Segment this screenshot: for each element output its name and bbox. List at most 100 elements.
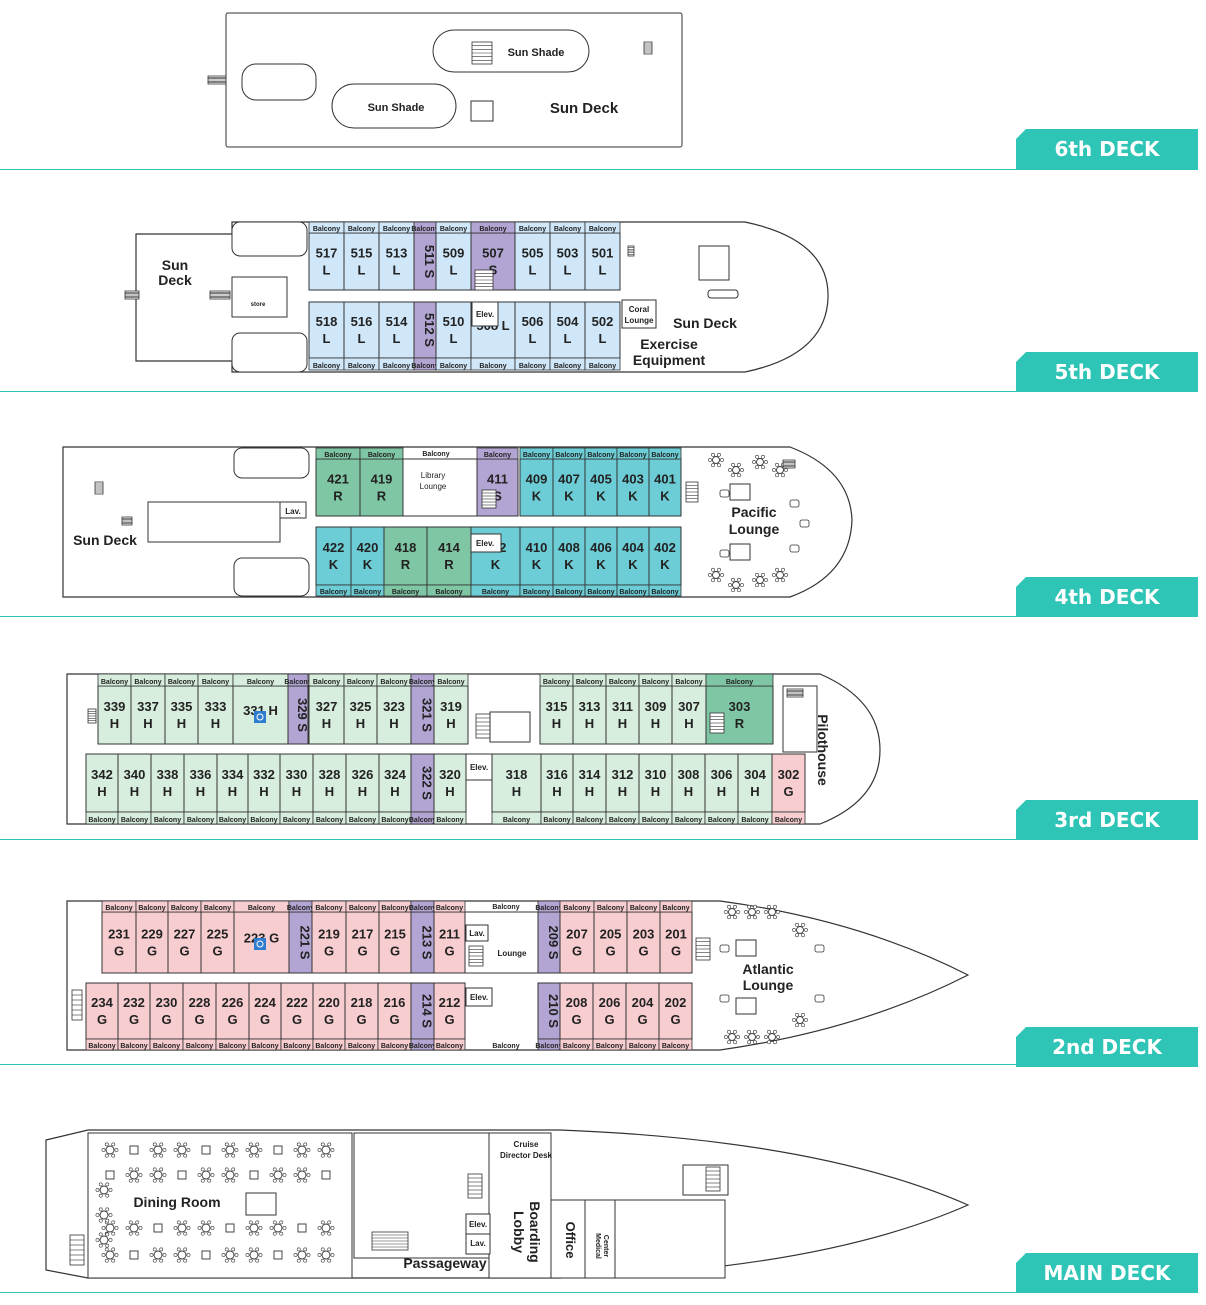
cabin-504 [549, 301, 586, 359]
round-table-icon [317, 1226, 322, 1230]
cabin-category: G [783, 784, 793, 799]
cabin-category: K [660, 489, 670, 504]
round-table-icon [764, 910, 768, 914]
sun-bed [707, 289, 739, 299]
cabin-number: 422 [323, 540, 345, 555]
round-table-icon [152, 1178, 157, 1183]
round-table-icon [101, 1226, 106, 1230]
cabin-category: L [393, 263, 401, 278]
cabin-category: K [628, 489, 638, 504]
round-table-icon [207, 1167, 212, 1172]
pilothouse-label: Pilothouse [815, 714, 831, 786]
balcony-label: Balcony [482, 589, 509, 596]
cabin-number: 201 [665, 927, 687, 942]
buffet-counter [245, 1192, 277, 1216]
lounge-chair-icon [814, 944, 825, 953]
round-table-icon [129, 1223, 139, 1233]
round-table-icon [273, 1250, 283, 1260]
round-table-icon [748, 1033, 756, 1041]
deck-tab-3rd[interactable]: 3rd DECK [1016, 800, 1198, 840]
cabin-category: H [552, 716, 561, 731]
cabin-category: H [228, 784, 237, 799]
round-table-icon [111, 1220, 116, 1225]
round-table-icon [733, 1040, 737, 1045]
balcony-label: Balcony [251, 1043, 278, 1050]
sun-deck-label: Deck [158, 272, 192, 288]
balcony-label: Balcony [186, 1043, 213, 1050]
round-table-icon [138, 1173, 143, 1177]
round-table-icon [795, 1012, 799, 1017]
round-table-icon [711, 578, 715, 583]
round-table-icon [249, 1223, 259, 1233]
medical-center-label: Center [602, 1235, 609, 1257]
balcony-label: Balcony [349, 905, 376, 912]
round-table-icon [755, 454, 759, 459]
round-table-icon [732, 466, 740, 474]
round-table-icon [717, 567, 721, 572]
round-table-icon [114, 1226, 119, 1230]
cabin-category: H [651, 716, 660, 731]
cabin-category: H [358, 784, 367, 799]
deck-tab-main[interactable]: MAIN DECK [1016, 1253, 1198, 1293]
deck3-hull [66, 673, 881, 825]
balcony-label: Balcony [554, 226, 581, 233]
round-table-icon [111, 1247, 116, 1252]
cabin-number: 406 [590, 540, 612, 555]
round-table-icon [736, 1035, 740, 1039]
balcony-label: Balcony [381, 817, 408, 824]
round-table-icon [792, 1018, 796, 1022]
cabin-338 [150, 753, 185, 813]
cabin-number: 511 S [422, 245, 437, 279]
round-table-icon [776, 466, 784, 474]
cabin-category: R [735, 716, 745, 731]
round-table-icon [728, 468, 732, 472]
round-table-icon [210, 1226, 215, 1230]
cabin-330 [279, 753, 314, 813]
cruise-director-label: Director Desk [500, 1151, 553, 1160]
cabin-category: H [750, 784, 759, 799]
round-table-icon [297, 1223, 307, 1233]
round-table-icon [327, 1258, 332, 1263]
round-table-icon [317, 1253, 322, 1257]
deck-tab-5th[interactable]: 5th DECK [1016, 352, 1198, 392]
round-table-icon [231, 1247, 236, 1252]
elev-label: Elev. [470, 763, 488, 772]
cabin-205 [593, 911, 628, 974]
store-label: store [251, 302, 266, 308]
cabin-category: R [377, 489, 387, 504]
round-table-icon [159, 1142, 164, 1147]
round-table-icon [135, 1178, 140, 1183]
cabin-207 [559, 911, 595, 974]
round-table-icon [737, 462, 741, 467]
round-table-icon [231, 1178, 236, 1183]
balcony-label: Balcony [576, 817, 603, 824]
elev-label: Elev. [469, 1220, 487, 1229]
balcony-label: Balcony [101, 679, 128, 686]
round-table-icon [159, 1153, 164, 1158]
cabin-419 [359, 458, 404, 517]
balcony-label: Balcony [380, 679, 407, 686]
cabin-category: H [651, 784, 660, 799]
round-table-icon [207, 1178, 212, 1183]
balcony-label: Balcony [589, 363, 616, 370]
deck-tab-2nd[interactable]: 2nd DECK [1016, 1027, 1198, 1067]
round-table-icon [201, 1170, 211, 1180]
round-table-icon [796, 1016, 804, 1024]
round-table-icon [111, 1142, 116, 1147]
balcony-strip [433, 673, 469, 687]
cabin-226 [215, 982, 250, 1040]
cabin-number: 330 [286, 767, 308, 782]
round-table-icon [159, 1247, 164, 1252]
sun-shade-area [331, 83, 457, 129]
cabin-203 [626, 911, 661, 974]
deck-tab-4th[interactable]: 4th DECK [1016, 577, 1198, 617]
balcony-label: Balcony [554, 363, 581, 370]
cabin-510 [435, 301, 472, 359]
cabin-category: H [356, 716, 365, 731]
balcony-label: Balcony [313, 226, 340, 233]
cabin-410 [519, 526, 554, 586]
deck-tab-6th[interactable]: 6th DECK [1016, 129, 1198, 169]
round-table-icon [711, 567, 715, 572]
